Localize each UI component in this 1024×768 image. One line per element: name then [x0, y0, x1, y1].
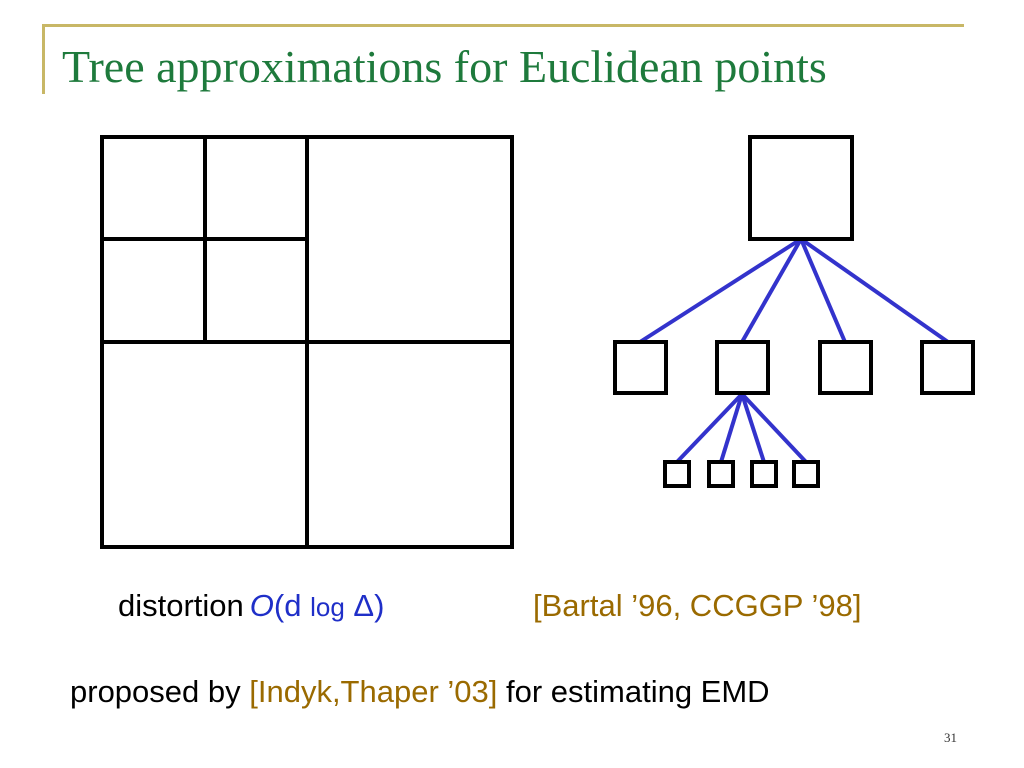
citation-bartal: [Bartal ’96, CCGGP ’98] — [533, 588, 862, 623]
slide-title: Tree approximations for Euclidean points — [62, 41, 827, 92]
distortion-formula: O(d log Δ) — [250, 588, 385, 623]
tree-edge — [740, 238, 803, 343]
title-frame-left-rule — [42, 24, 45, 94]
title-frame-top-rule — [42, 24, 964, 27]
tree-edge — [740, 393, 766, 463]
citation-indyk-thaper: [Indyk,Thaper ’03] — [249, 674, 498, 709]
page-number: 31 — [944, 730, 957, 745]
tree-edge — [740, 392, 808, 464]
tree-level1-node — [715, 340, 770, 395]
proposed-statement: proposed by [Indyk,Thaper ’03] for estim… — [70, 674, 770, 710]
proposed-suffix: for estimating EMD — [497, 674, 770, 709]
tree-edge — [675, 392, 744, 464]
tree-nodes — [613, 135, 975, 488]
formula-d: d — [284, 588, 311, 623]
quadtree-grid — [100, 135, 514, 549]
formula-close-paren: ) — [374, 588, 385, 623]
distortion-label: distortion — [118, 588, 244, 623]
formula-open-paren: ( — [273, 588, 285, 623]
tree-edges — [638, 237, 950, 464]
tree-level2-node — [707, 460, 735, 488]
formula-delta: Δ — [344, 588, 375, 623]
tree-level1-node — [613, 340, 668, 395]
tree-level2-node — [792, 460, 820, 488]
tree-edge — [799, 237, 950, 344]
tree-level1-node — [818, 340, 873, 395]
tree-edge — [799, 238, 847, 343]
formula-big-o: O — [249, 588, 274, 623]
tree-root-node — [748, 135, 854, 241]
tree-level2-node — [663, 460, 691, 488]
formula-log: log — [310, 592, 345, 622]
proposed-prefix: proposed by — [70, 674, 250, 709]
tree-edge — [638, 237, 803, 344]
tree-level1-node — [920, 340, 975, 395]
tree-edge — [719, 393, 744, 463]
tree-level2-node — [750, 460, 778, 488]
